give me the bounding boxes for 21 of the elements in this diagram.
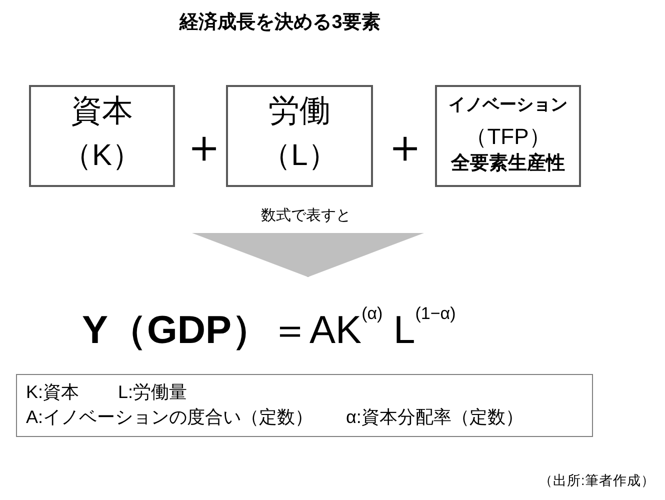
definition-text: α:資本分配率（定数）	[346, 406, 524, 428]
definition-text: A:イノベーションの度合い（定数）	[26, 406, 314, 428]
source-note: （出所:筆者作成）	[539, 473, 655, 489]
factor-name: 労働	[268, 92, 332, 130]
definition-text: L:労働量	[118, 380, 188, 404]
factor-name: 資本	[70, 92, 134, 130]
definition-box	[16, 374, 593, 437]
factor-box	[435, 85, 581, 187]
formula: Y（GDP）＝AK$^{(α)}$ L$^{(1−α)}$	[82, 303, 456, 359]
arrow	[192, 233, 424, 277]
diagram-title: 経済成長を決める3要素	[178, 10, 382, 35]
factor-symbol: （TFP）	[464, 123, 552, 151]
factor-box	[226, 85, 373, 187]
factor-box	[29, 85, 175, 187]
factor-name: イノベーション	[448, 94, 568, 114]
plus-sign: ＋	[382, 118, 422, 174]
factor-description: 全要素生産性	[450, 152, 566, 176]
plus-sign: ＋	[181, 118, 221, 174]
factor-symbol: （K）	[60, 138, 143, 174]
factor-symbol: （L）	[260, 138, 339, 174]
definition-text: K:資本	[26, 380, 80, 404]
